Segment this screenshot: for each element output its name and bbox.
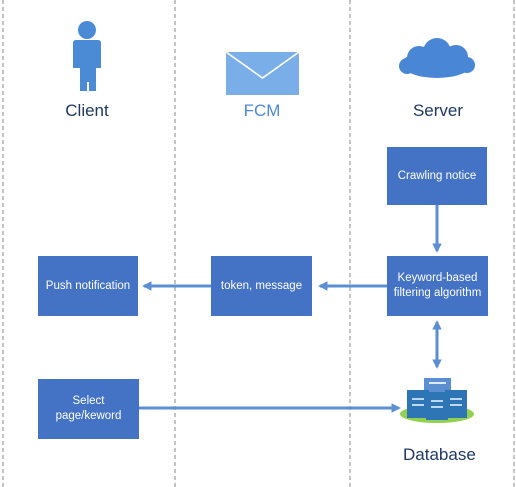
crawling-notice-box: Crawling notice <box>387 147 487 205</box>
lane-label-server: Server <box>412 101 464 120</box>
envelope-icon <box>225 51 300 95</box>
server-stack-icon <box>400 378 474 423</box>
cloud-icon <box>399 38 475 78</box>
keyword-filter-box: Keyword-based filtering algorithm <box>387 256 488 316</box>
select-label-line1: Select <box>72 395 105 407</box>
lane-label-client: Client <box>65 101 109 120</box>
select-label-line2: page/keword <box>55 410 122 422</box>
token-message-box: token, message <box>211 256 312 316</box>
database-label: Database <box>403 445 476 464</box>
push-notification-box: Push notification <box>38 256 138 316</box>
push-notification-label: Push notification <box>45 279 131 292</box>
keyword-filter-label-line2: filtering algorithm <box>393 287 482 299</box>
select-page-keyword-box: Select page/keword <box>38 379 139 439</box>
lane-label-fcm: FCM <box>243 101 281 120</box>
person-icon <box>73 21 101 91</box>
token-message-label: token, message <box>220 279 303 292</box>
keyword-filter-label-line1: Keyword-based <box>397 272 478 284</box>
crawling-notice-label: Crawling notice <box>397 169 477 182</box>
